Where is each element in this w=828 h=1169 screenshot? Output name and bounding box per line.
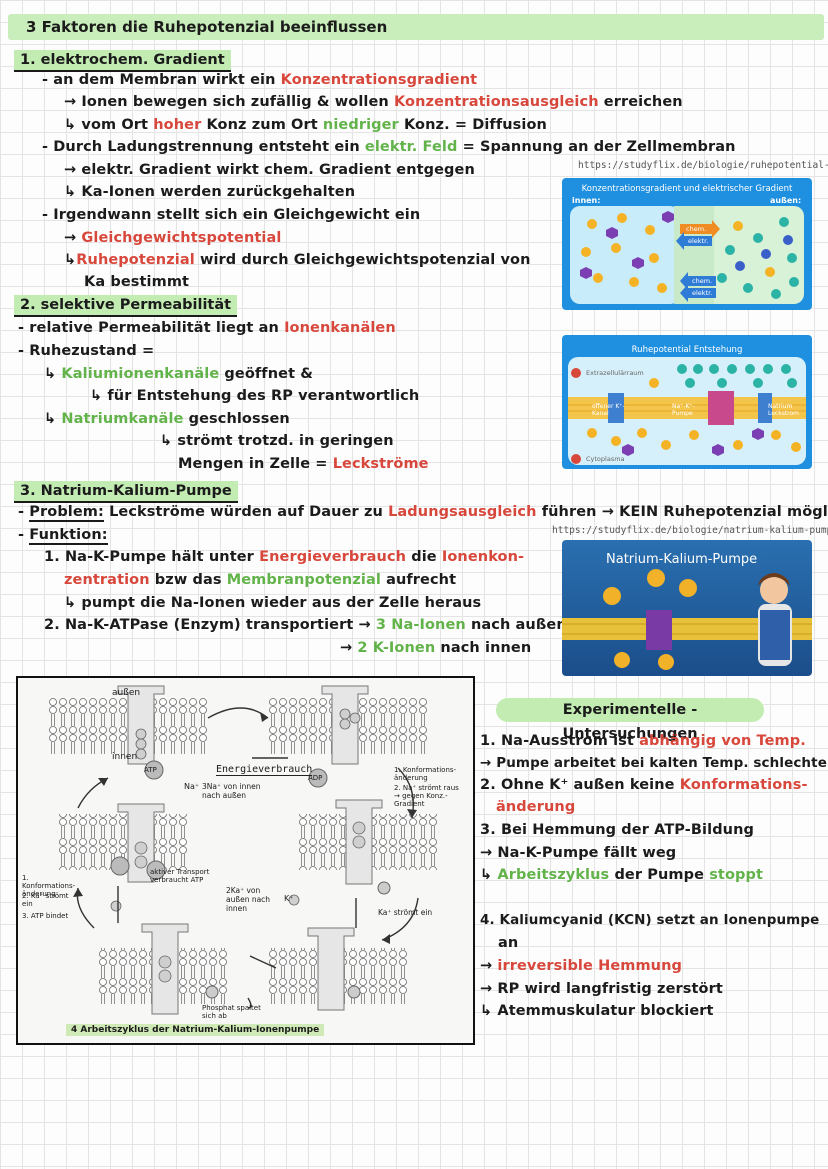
s2-line5: ↳ Natriumkanäle geschlossen	[44, 411, 290, 427]
exp-line2: → Pumpe arbeitet bei kalten Temp. schlec…	[480, 755, 828, 771]
pump-illustration-title: Natrium-Kalium-Pumpe	[606, 552, 758, 567]
s2-line7: Mengen in Zelle = Leckströme	[178, 456, 429, 472]
s1-line1: - an dem Membran wirkt ein Konzentration…	[42, 72, 478, 88]
k-label: K⁺	[284, 894, 294, 903]
resting-potential-title: Ruhepotential Entstehung	[631, 345, 743, 355]
left-conf-label-1: 1. Konformations-änderung	[22, 874, 76, 898]
experiments-title: Experimentelle - Untersuchungen	[496, 698, 764, 742]
atp-label: ATP	[144, 766, 157, 774]
extracellular-label: Extrazellulärraum	[586, 369, 644, 377]
diagram-caption: 4 Arbeitszyklus der Natrium-Kalium-Ionen…	[66, 1024, 325, 1036]
exp-line11: → RP wird langfristig zerstört	[480, 981, 723, 997]
s1-line6: ↳ Ka-Ionen werden zurückgehalten	[64, 184, 356, 200]
left-conf-label-3: 3. ATP bindet	[22, 912, 69, 920]
exp-line10: → irreversible Hemmung	[480, 958, 682, 974]
s2-line6: ↳ strömt trotzd. in geringen	[160, 433, 394, 449]
exp-line3: 2. Ohne K⁺ außen keine Konformations-	[480, 777, 808, 793]
s1-line3: ↳ vom Ort hoher Konz zum Ort niedriger K…	[64, 117, 547, 133]
pump-cycle-svg	[48, 685, 438, 1015]
s1-line8: → Gleichgewichtspotential	[64, 230, 282, 246]
s1-line10: Ka bestimmt	[84, 274, 190, 290]
exp-line7: ↳ Arbeitszyklus der Pumpe stoppt	[480, 867, 764, 883]
chem-arrow-label: chem.	[686, 225, 707, 233]
left-conf-label-2: 2. Ka⁺ strömt ein	[22, 892, 69, 908]
exp-line4: änderung	[496, 799, 576, 815]
s2-line3: ↳ Kaliumionenkanäle geöffnet &	[44, 366, 313, 382]
s1-line5: → elektr. Gradient wirkt chem. Gradient …	[64, 162, 475, 178]
s3-line7: → 2 K-Ionen nach innen	[340, 640, 532, 656]
s1-line4: - Durch Ladungstrennung entsteht ein ele…	[42, 139, 736, 155]
k-in-label: 2Ka⁺ von außen nach innen	[226, 886, 271, 913]
gradient-illustration-title: Konzentrationsgradient und elektrischer …	[581, 184, 793, 194]
na-out-label: 3Na⁺ von innen nach außen	[202, 782, 261, 800]
na-label: Na⁺	[184, 782, 200, 791]
right-conf-label-2: 2. Na⁺ strömt raus → gegen Konz.-Gradien…	[394, 784, 459, 808]
s1-line7: - Irgendwann stellt sich ein Gleichgewic…	[42, 207, 421, 223]
s1-line2: → Ionen bewegen sich zufällig & wollen K…	[64, 94, 683, 110]
outside-label: außen:	[770, 196, 802, 205]
exp-line9: an	[498, 935, 519, 951]
exp-line8: 4. Kaliumcyanid (KCN) setzt an Ionenpump…	[480, 912, 820, 928]
k-channel-label: offener K⁺-Kanal	[592, 403, 625, 417]
chem-arrow-label-2: chem.	[692, 277, 713, 285]
title-bar	[8, 14, 824, 40]
s3-line6: 2. Na-K-ATPase (Enzym) transportiert → 3…	[44, 617, 567, 633]
phosphat-label: Phosphat spaltet sich ab	[202, 1004, 261, 1020]
elektr-arrow-label-2: elektr.	[692, 289, 713, 297]
s1-line9: ↳Ruhepotenzial wird durch Gleichgewichts…	[64, 252, 531, 268]
page-title: 3 Faktoren die Ruhepotenzial beeinflusse…	[26, 18, 388, 36]
active-transport-label: aktiver Transport verbraucht ATP	[150, 868, 210, 884]
inside-label: innen:	[572, 196, 601, 205]
gradient-illustration: Konzentrationsgradient und elektrischer …	[562, 178, 812, 310]
s3-line2: - Funktion:	[18, 527, 108, 545]
s3-line4: zentration bzw das Membranpotenzial aufr…	[64, 572, 457, 588]
pump-label: Na⁺-K⁺-Pumpe	[672, 403, 695, 417]
leak-label: Natrium Leckstrom	[768, 403, 800, 417]
s2-line1: - relative Permeabilität liegt an Ionenk…	[18, 320, 396, 336]
section2-heading: 2. selektive Permeabilität	[14, 295, 238, 317]
exp-line12: ↳ Atemmuskulatur blockiert	[480, 1003, 714, 1019]
diagram-inside-label: innen	[112, 752, 138, 762]
exp-line6: → Na-K-Pumpe fällt weg	[480, 845, 677, 861]
ka-ein-label: Ka⁺ strömt ein	[378, 908, 433, 917]
resting-potential-illustration: Ruhepotential Entstehung Extrazellulärra	[562, 335, 812, 469]
cytoplasm-label: Cytoplasma	[586, 455, 625, 463]
gradient-svg	[570, 206, 804, 304]
s2-line4: ↳ für Entstehung des RP verantwortlich	[90, 388, 420, 404]
s1-source-url: https://studyflix.de/biologie/ruhepotent…	[578, 160, 828, 171]
adp-label: ADP	[308, 774, 323, 782]
section3-heading: 3. Natrium-Kalium-Pumpe	[14, 481, 238, 503]
sodium-potassium-pump-illustration: Natrium-Kalium-Pumpe	[562, 540, 812, 676]
pump-illustration-svg	[562, 569, 812, 670]
section1-heading: 1. elektrochem. Gradient	[14, 50, 231, 72]
energy-label: Energieverbrauch	[216, 764, 313, 776]
s3-line1: - Problem: Leckströme würden auf Dauer z…	[18, 504, 828, 522]
pump-cycle-diagram: außen innen ATP ADP Na⁺ Energieverbrauch…	[16, 676, 475, 1045]
s3-line5: ↳ pumpt die Na-Ionen wieder aus der Zell…	[64, 595, 482, 611]
elektr-arrow-label: elektr.	[688, 237, 709, 245]
exp-line5: 3. Bei Hemmung der ATP-Bildung	[480, 822, 754, 838]
resting-potential-svg	[568, 357, 806, 465]
s2-line2: - Ruhezustand =	[18, 343, 155, 359]
exp-line1: 1. Na-Ausstrom ist abhängig von Temp.	[480, 733, 806, 749]
s3-source-url: https://studyflix.de/biologie/natrium-ka…	[552, 525, 828, 536]
diagram-outside-label: außen	[112, 688, 141, 698]
right-conf-label-1: 1. Konformations-änderung	[394, 766, 457, 782]
s3-line3: 1. Na-K-Pumpe hält unter Energieverbrauc…	[44, 549, 525, 565]
